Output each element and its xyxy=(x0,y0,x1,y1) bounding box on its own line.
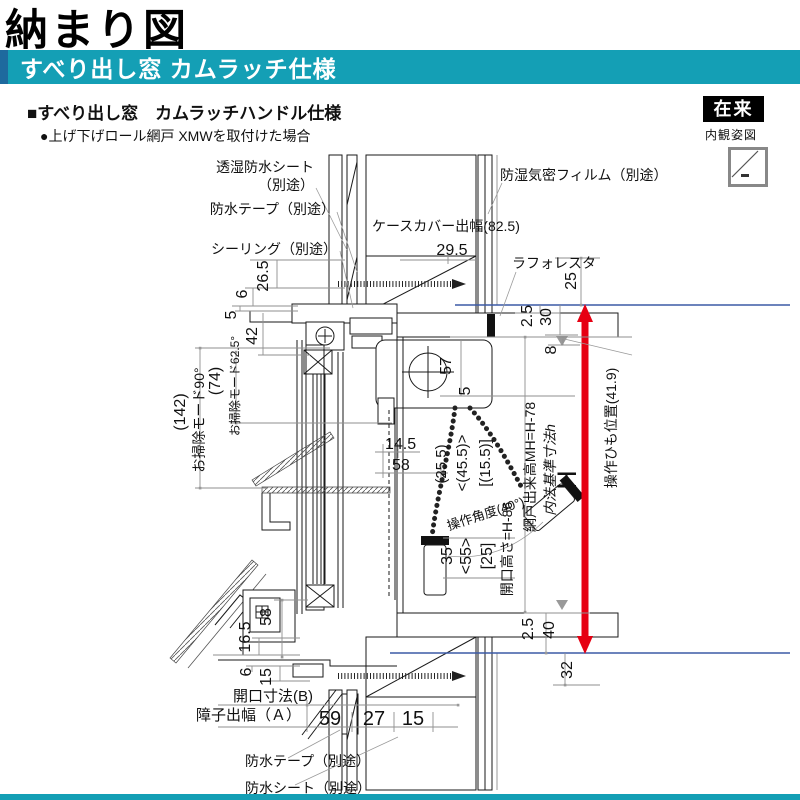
dim-32: 32 xyxy=(559,661,576,679)
cord-marker-top xyxy=(556,336,568,346)
insulation-bottom xyxy=(365,696,477,791)
dim-57: 57 xyxy=(438,357,455,375)
dimension-lines xyxy=(195,256,632,732)
dim-58-top: 58 xyxy=(392,457,410,474)
page-title: 納まり図 xyxy=(5,7,189,55)
construction-type-badge: 在来 xyxy=(703,96,764,122)
label-naiho: 内法基準寸法h xyxy=(542,424,558,516)
dim-15-5: [(15.5)] xyxy=(477,439,494,487)
dim-55: <55> xyxy=(458,538,475,574)
window-handle-mark xyxy=(741,174,749,177)
dim-5-right: 5 xyxy=(457,386,474,395)
dim-142: (142) xyxy=(172,393,189,430)
dim-14-5: 14.5 xyxy=(385,436,416,453)
dim-42: 42 xyxy=(244,327,261,345)
operation-arc xyxy=(447,521,544,558)
window-diagonal xyxy=(731,150,759,178)
dim-29-5: 29.5 xyxy=(436,242,467,259)
dim-16-5: 16.5 xyxy=(237,621,254,652)
callout-case-cover: ケースカバー出幅(82.5) xyxy=(372,218,520,234)
bottom-section-bar xyxy=(0,794,800,800)
dim-35: 35 xyxy=(439,547,456,565)
dim-h: H xyxy=(552,470,582,490)
dim-8: 8 xyxy=(543,345,560,354)
dim-25-5: (25.5) xyxy=(433,444,450,483)
head-frame xyxy=(249,303,398,375)
label-cord-position: 操作ひも位置(41.9) xyxy=(603,368,619,489)
label-opening-b: 開口寸法(B) xyxy=(233,688,313,705)
insulation-top xyxy=(365,154,477,257)
dim-15-left: 15 xyxy=(258,668,275,686)
dim-27: 27 xyxy=(363,708,385,730)
handle-position-tilted xyxy=(523,474,585,532)
section-header-bar: すべり出し窓 カムラッチ仕様 xyxy=(0,50,800,84)
spec-heading: ■すべり出し窓 カムラッチハンドル仕様 xyxy=(27,104,342,123)
bar-accent-cap xyxy=(0,50,8,84)
dim-25b: [25] xyxy=(479,543,496,570)
dim-6-top: 6 xyxy=(234,289,251,298)
cord-marker-bottom xyxy=(556,600,568,610)
dim-2-5-bot: 2.5 xyxy=(520,618,537,640)
window-elevation-icon xyxy=(728,147,768,187)
dim-59: 59 xyxy=(319,708,341,730)
spec-subheading: ●上げ下げロール網戸 XMWを取付けた場合 xyxy=(40,128,311,144)
dim-58-bot: 58 xyxy=(258,608,275,626)
sash-section xyxy=(296,337,404,614)
wall-top xyxy=(328,154,498,314)
callout-sheet-bottom: 防水シート（別途） xyxy=(245,780,371,796)
dim-30: 30 xyxy=(538,308,555,326)
section-title: すべり出し窓 カムラッチ仕様 xyxy=(20,56,337,82)
label-shoji-a: 障子出幅（Ａ） xyxy=(196,706,301,724)
label-opening-height: 開口高さ=H-86 xyxy=(499,502,515,597)
dim-25: 25 xyxy=(563,272,580,290)
dim-26-5: 26.5 xyxy=(255,260,272,291)
callout-sealing: シーリング（別途） xyxy=(211,241,337,257)
bead-chain-1 xyxy=(429,405,458,540)
handle-position-down xyxy=(421,536,449,596)
label-mode-62: お掃除モード62.5° xyxy=(227,336,242,436)
dim-74: (74) xyxy=(207,367,224,395)
leader-lines xyxy=(287,182,633,786)
dim-15-bot: 15 xyxy=(402,708,424,730)
callout-sheet-top: 透湿防水シート xyxy=(216,159,314,175)
callout-tape-bottom: 防水テープ（別途） xyxy=(245,753,370,769)
dim-6-bot: 6 xyxy=(238,667,255,676)
drawing-texts: 透湿防水シート （別途） 防水テープ（別途） シーリング（別途） ケースカバー出… xyxy=(172,159,667,796)
roll-screen-case xyxy=(375,339,525,600)
cleaning-mode-sashes xyxy=(169,431,391,669)
view-label: 内観姿図 xyxy=(705,128,758,142)
callout-sheet-top-2: （別途） xyxy=(258,177,314,193)
sill-casing xyxy=(396,612,619,638)
label-screen-height: 網戸出来高MH=H-78 xyxy=(522,402,538,533)
h-dimension-arrow xyxy=(577,304,593,654)
label-mode-90: お掃除モード90° xyxy=(191,367,207,472)
bead-chain-2 xyxy=(467,405,525,491)
dim-40: 40 xyxy=(541,621,558,639)
callout-film: 防湿気密フィルム（別途） xyxy=(500,167,667,183)
callout-tape-top: 防水テープ（別途） xyxy=(210,201,335,217)
dim-2-5-top: 2.5 xyxy=(519,305,536,327)
sill-frame xyxy=(218,589,466,740)
dim-5-left: 5 xyxy=(223,310,240,319)
callout-laforesta: ラフォレスタ xyxy=(512,255,596,271)
casing-clip xyxy=(487,314,495,337)
dim-45-5: <(45.5)> xyxy=(454,434,471,491)
